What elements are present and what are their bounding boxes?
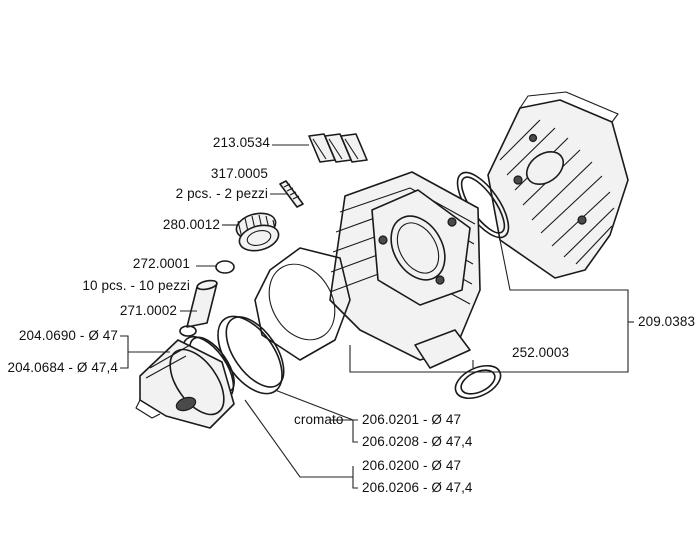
label-213-0534: 213.0534 bbox=[212, 135, 270, 150]
label-252-0003: 252.0003 bbox=[512, 345, 570, 360]
label-209-0383: 209.0383 bbox=[638, 314, 696, 329]
circlip-upper bbox=[215, 260, 235, 274]
label-206-0208: 206.0208 - Ø 47,4 bbox=[362, 434, 473, 449]
cylinder-body bbox=[329, 171, 481, 369]
exhaust-gasket bbox=[454, 364, 502, 400]
label-272-0001: 272.0001 bbox=[132, 256, 190, 271]
circlip-lower bbox=[179, 325, 197, 337]
label-272-quantity: 10 pcs. - 10 pezzi bbox=[82, 278, 190, 293]
label-204-0690: 204.0690 - Ø 47 bbox=[18, 328, 118, 343]
cylinder-head bbox=[487, 91, 629, 279]
label-317-0005: 317.0005 bbox=[210, 166, 268, 181]
label-280-0012: 280.0012 bbox=[162, 217, 220, 232]
base-gasket bbox=[254, 247, 351, 361]
leader-lines bbox=[120, 144, 634, 489]
piston-pin bbox=[186, 279, 218, 328]
piston bbox=[135, 339, 235, 429]
label-317-quantity: 2 pcs. - 2 pezzi bbox=[175, 186, 268, 201]
label-cromato: cromato bbox=[294, 412, 344, 427]
label-206-0201: 206.0201 - Ø 47 bbox=[362, 412, 462, 427]
reed-plates bbox=[308, 133, 368, 163]
label-206-0206: 206.0206 - Ø 47,4 bbox=[362, 480, 473, 495]
label-271-0002: 271.0002 bbox=[119, 303, 177, 318]
needle-bearing bbox=[235, 212, 280, 252]
label-204-0684: 204.0684 - Ø 47,4 bbox=[7, 360, 118, 375]
stud bbox=[279, 180, 304, 208]
label-206-0200: 206.0200 - Ø 47 bbox=[362, 458, 462, 473]
